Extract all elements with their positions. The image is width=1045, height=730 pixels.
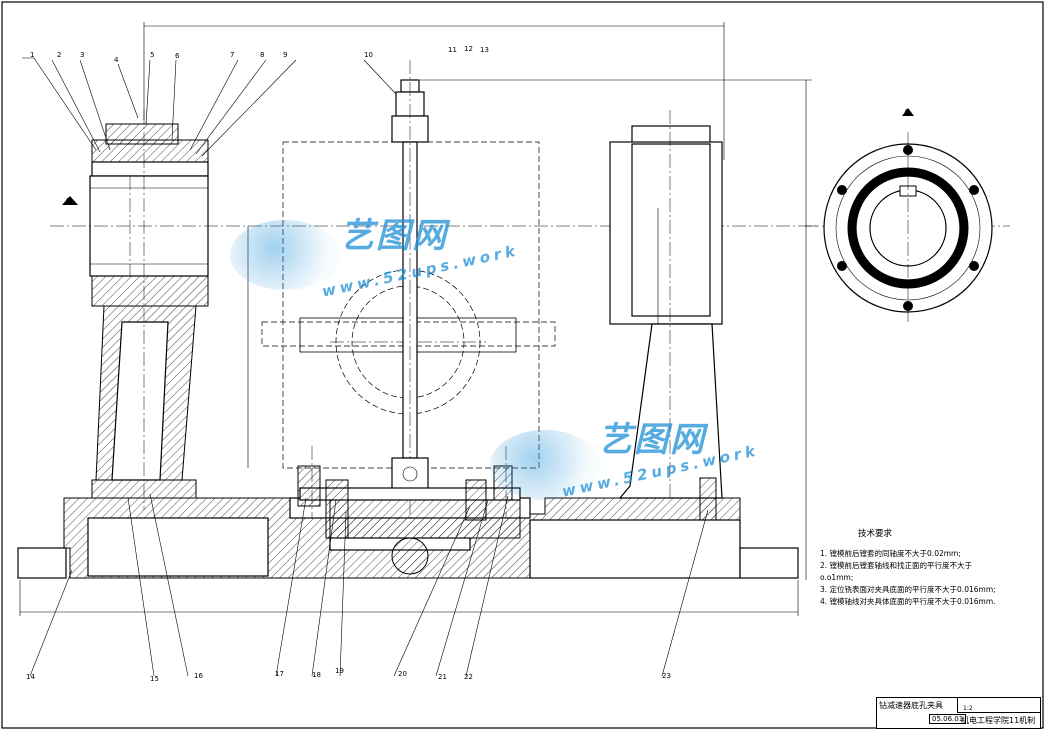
callout-11: 11 [448, 46, 457, 54]
technical-requirements: 技术要求 1. 镗模前后镗套的同轴度不大于0.02mm; 2. 镗模前后镗套轴线… [820, 528, 1035, 608]
callout-9: 9 [283, 51, 287, 59]
callout-20: 20 [398, 670, 407, 678]
callout-labels: 1 2 3 4 5 6 7 8 9 10 11 12 13 14 15 16 1… [26, 45, 671, 683]
callout-4: 4 [114, 56, 119, 64]
callout-5: 5 [150, 51, 154, 59]
callout-7: 7 [230, 51, 234, 59]
dimension-lines [19, 22, 812, 616]
leader-lines [22, 57, 709, 677]
callout-21: 21 [438, 673, 447, 681]
callout-16: 16 [194, 672, 203, 680]
drawing-scale: 1:2 [963, 705, 973, 712]
callout-1: 1 [30, 51, 34, 59]
requirement-item: 3. 定位铣表面对夹具底面的平行度不大于0.016mm; [820, 585, 996, 594]
requirement-item: 2. 镗模前后镗套轴线和找正面的平行度不大于 [820, 561, 973, 570]
callout-23: 23 [662, 672, 671, 680]
requirement-item: o.o1mm; [820, 573, 854, 582]
callout-19: 19 [335, 667, 344, 675]
callout-2: 2 [57, 51, 61, 59]
section-mark-right: A [904, 108, 909, 116]
left-bushing-support [89, 110, 209, 510]
callout-17: 17 [275, 670, 284, 678]
school-name: 机电工程学院11机制 [961, 716, 1036, 725]
callout-6: 6 [175, 52, 180, 60]
callout-15: 15 [150, 675, 159, 683]
requirement-item: 1. 镗模前后镗套的同轴度不大于0.02mm; [820, 549, 961, 558]
title-block-grid [957, 698, 1040, 713]
boring-bar [391, 60, 429, 520]
callout-22: 22 [464, 673, 473, 681]
callout-14: 14 [26, 673, 35, 681]
requirement-item: 4. 镗模轴线对夹具体底面的平行度不大于0.016mm. [820, 597, 996, 606]
callout-12: 12 [464, 45, 473, 53]
callout-10: 10 [364, 51, 373, 59]
callout-3: 3 [80, 51, 84, 59]
drawing-code: 05.06.01 [929, 714, 967, 724]
drawing-name: 钻减速器底孔夹具 [879, 701, 943, 710]
callout-13: 13 [480, 46, 489, 54]
technical-requirements-title: 技术要求 [858, 529, 893, 539]
section-a-view [823, 132, 993, 324]
section-mark-left: A [65, 197, 70, 205]
title-block: 钻减速器底孔夹具 1:2 05.06.01 机电工程学院11机制 [876, 697, 1041, 729]
section-markers: A A [62, 108, 914, 205]
right-bushing-support [609, 110, 723, 521]
callout-8: 8 [260, 51, 264, 59]
callout-18: 18 [312, 671, 321, 679]
